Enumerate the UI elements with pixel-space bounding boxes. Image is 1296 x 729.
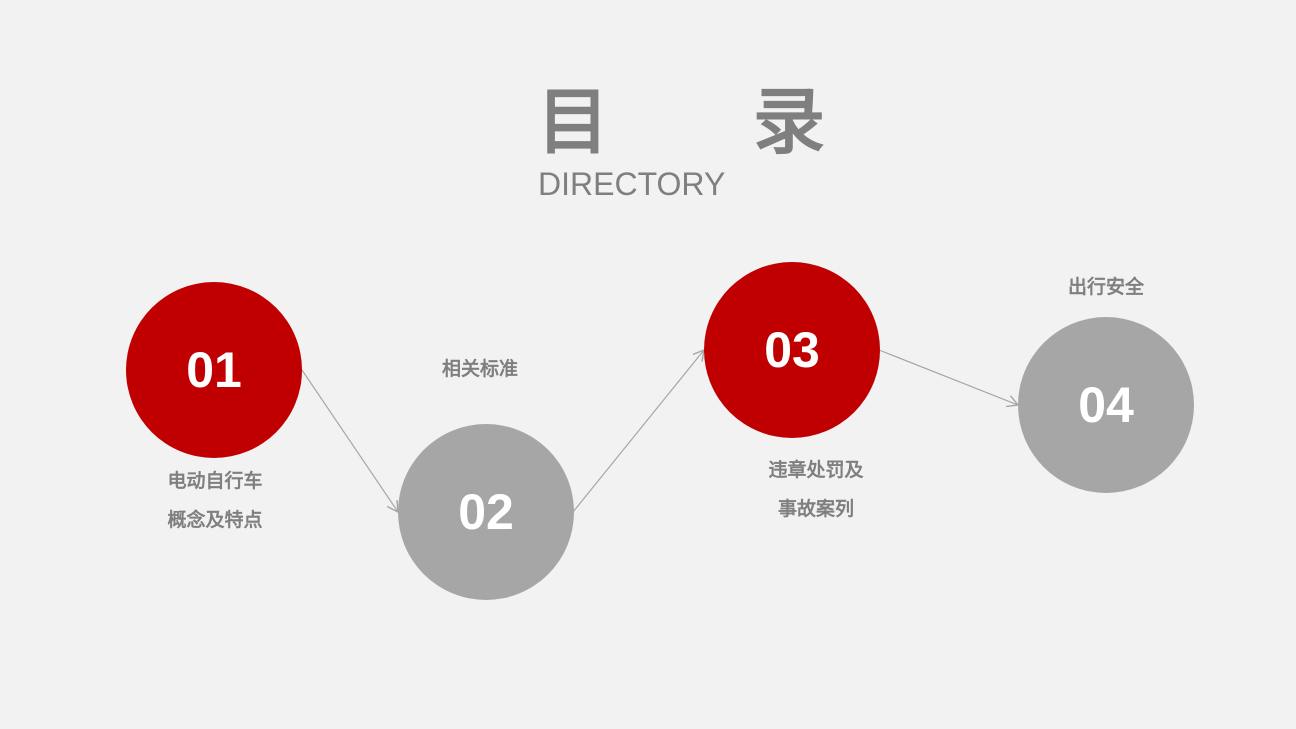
page-title: 目 录: [537, 80, 826, 164]
page-subtitle: DIRECTORY: [538, 166, 726, 202]
item-01-circle[interactable]: 01: [126, 282, 302, 458]
item-02-number: 02: [458, 484, 514, 540]
item-03-number: 03: [764, 322, 820, 378]
item-01-label: 电动自行车 概念及特点: [167, 470, 263, 531]
item-01-number: 01: [186, 342, 242, 398]
item-04-circle[interactable]: 04: [1018, 317, 1194, 493]
item-02-circle[interactable]: 02: [398, 424, 574, 600]
item-03-label: 违章处罚及 事故案列: [768, 459, 864, 520]
item-02-label: 相关标准: [441, 358, 518, 380]
item-03-circle[interactable]: 03: [704, 262, 880, 438]
item-04-number: 04: [1078, 377, 1134, 433]
item-04-label: 出行安全: [1067, 276, 1144, 298]
